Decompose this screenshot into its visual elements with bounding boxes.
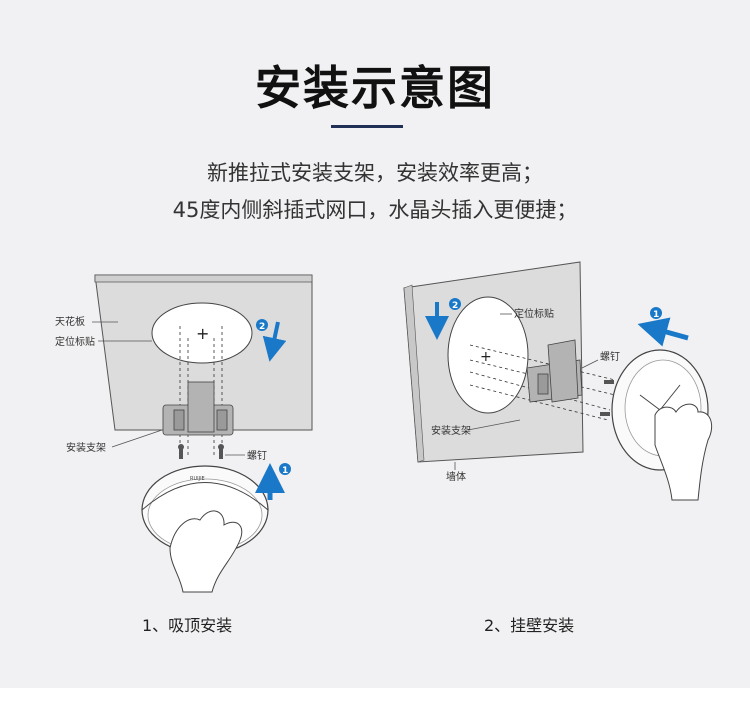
wall-step-1-arrow: 1 <box>637 307 689 347</box>
step-2-arrow: 2 <box>256 319 287 362</box>
svg-text:+: + <box>480 349 492 365</box>
page-title: 安装示意图 <box>255 61 495 115</box>
svg-text:2: 2 <box>452 301 458 311</box>
mounting-bracket <box>162 381 234 436</box>
subtitle-line-1: 新推拉式安装支架，安装效率更高； <box>207 161 543 185</box>
label-ceiling: 天花板 <box>55 315 85 328</box>
caption-ceiling-mount: 1、吸顶安装 <box>142 616 233 635</box>
label-positioning-sticker: 定位标贴 <box>55 335 95 348</box>
label-bracket: 安装支架 <box>66 441 106 454</box>
wall-label-bracket: 安装支架 <box>431 424 471 437</box>
svg-text:1: 1 <box>653 310 659 320</box>
wall-mount-illustration: + 定位标贴 螺钉 <box>403 261 713 501</box>
wall-label-positioning-sticker: 定位标贴 <box>514 307 554 320</box>
caption-wall-mount: 2、挂壁安装 <box>484 616 575 635</box>
positioning-sticker <box>151 302 253 364</box>
wall-hand-illustration <box>654 403 713 501</box>
wall-bracket <box>526 339 583 403</box>
subtitle-line-2: 45度内侧斜插式网口，水晶头插入更便捷； <box>172 198 578 222</box>
bottom-strip <box>0 688 750 707</box>
wall-label-screw: 螺钉 <box>600 351 620 363</box>
screws <box>178 444 224 459</box>
label-screw: 螺钉 <box>247 450 267 462</box>
ceiling-mount-illustration: + RUIJIE <box>55 274 313 593</box>
step-1-arrow: 1 <box>255 463 291 500</box>
wall-screws <box>600 380 614 416</box>
wall-step-2-arrow: 2 <box>425 298 461 340</box>
svg-text:1: 1 <box>282 466 288 476</box>
wall-positioning-sticker <box>447 296 529 414</box>
wall-label-wall: 墙体 <box>446 470 466 483</box>
svg-text:RUIJIE: RUIJIE <box>190 476 205 482</box>
title-underline <box>331 125 403 128</box>
svg-text:2: 2 <box>259 322 265 332</box>
hand-illustration <box>169 510 243 593</box>
svg-text:+: + <box>196 324 209 343</box>
